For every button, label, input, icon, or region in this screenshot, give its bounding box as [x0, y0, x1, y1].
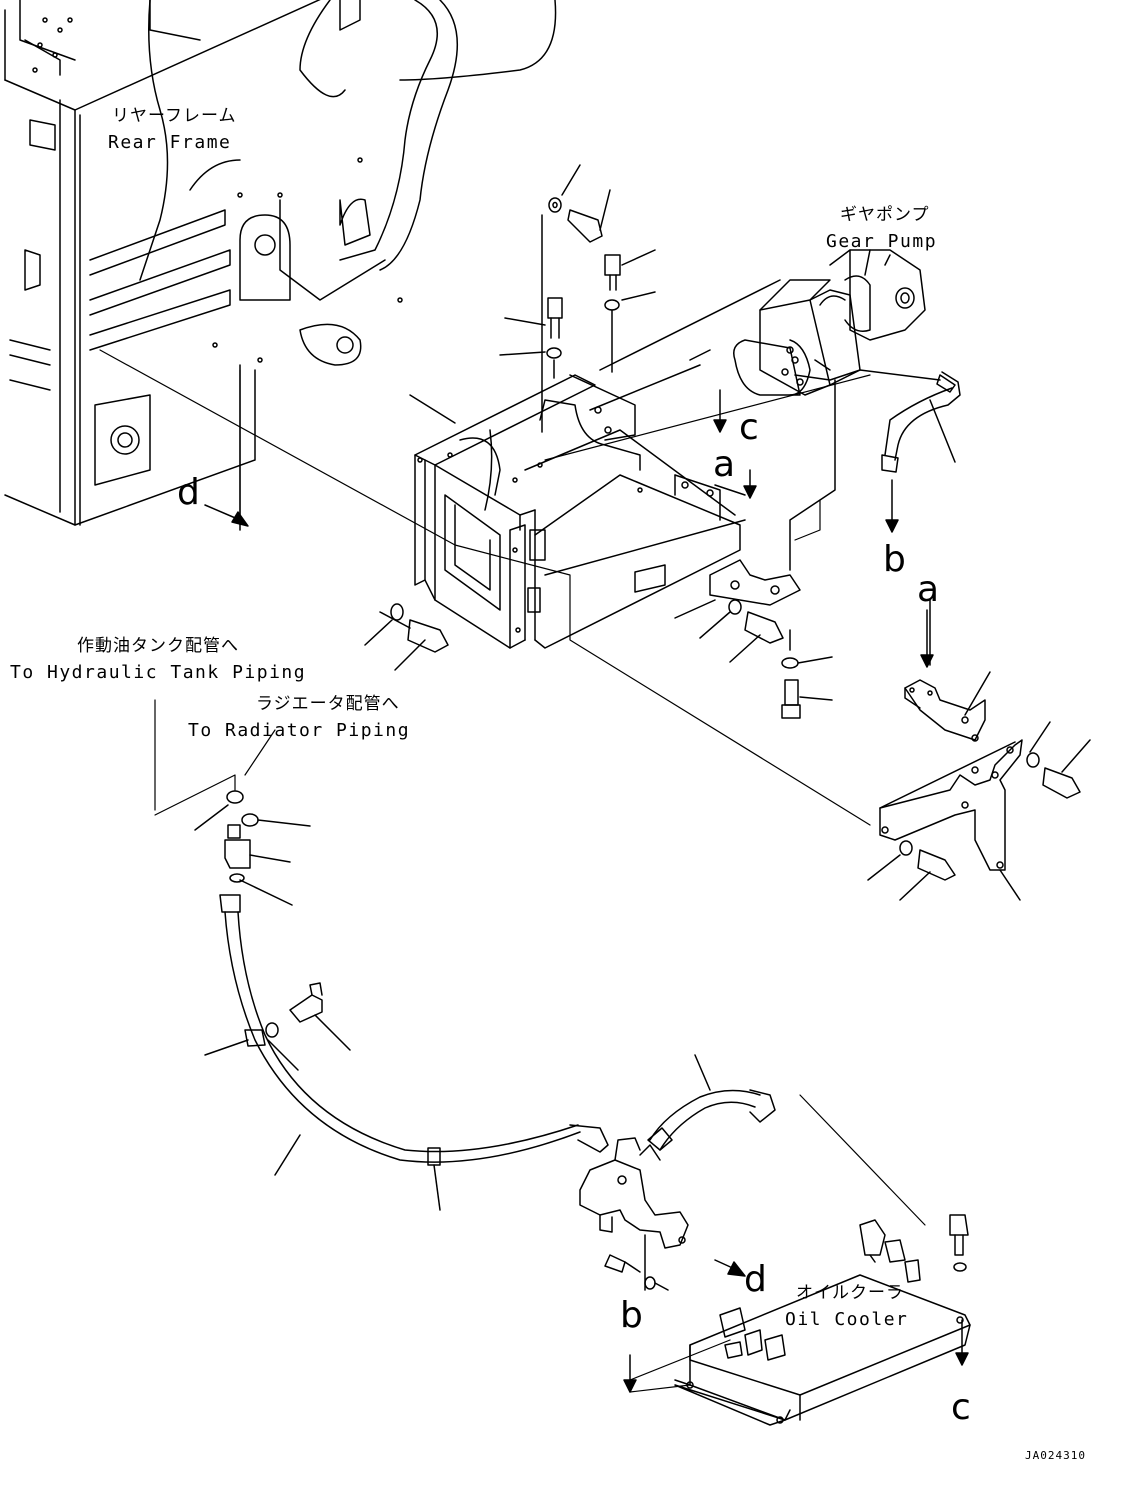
- ref-a-pump: a: [713, 444, 736, 485]
- right-bracket: [867, 599, 1091, 901]
- pump-hose: [881, 371, 961, 473]
- top-fasteners: [499, 164, 656, 433]
- gear-pump: [589, 249, 941, 571]
- radiator-label-jp: ラジエータ配管へ: [256, 694, 400, 714]
- ref-b-cooler: b: [620, 1295, 643, 1336]
- ref-b-hose: b: [883, 539, 906, 580]
- rear-frame: [4, 0, 557, 531]
- bracket-fasteners: [364, 599, 833, 719]
- drawing-code: JA024310: [1025, 1449, 1086, 1462]
- ref-d-frame: d: [177, 472, 200, 513]
- radiator-label-en: To Radiator Piping: [188, 720, 411, 741]
- ref-d-valve: d: [744, 1259, 767, 1300]
- oil-cooler: [674, 1214, 971, 1426]
- leader-lines: [99, 349, 926, 1393]
- rear-frame-label-en: Rear Frame: [108, 132, 232, 153]
- rear-frame-label-jp: リヤーフレーム: [112, 106, 237, 126]
- pump-bracket: [409, 374, 801, 649]
- reference-arrows: [204, 389, 969, 1393]
- ref-c-pump: c: [739, 407, 759, 448]
- oil-cooler-label-en: Oil Cooler: [785, 1309, 909, 1330]
- oil-cooler-label-jp: オイルクーラ: [796, 1283, 904, 1303]
- gear-pump-label-en: Gear Pump: [826, 231, 938, 252]
- hydraulic-tank-label-jp: 作動油タンク配管へ: [77, 636, 239, 656]
- valve-block: [579, 1054, 776, 1291]
- gear-pump-label-jp: ギヤポンプ: [840, 205, 930, 225]
- left-hose-assembly: [194, 790, 609, 1211]
- hydraulic-tank-label-en: To Hydraulic Tank Piping: [10, 662, 307, 683]
- ref-c-cooler: c: [951, 1387, 971, 1428]
- ref-a-bracket: a: [917, 569, 940, 610]
